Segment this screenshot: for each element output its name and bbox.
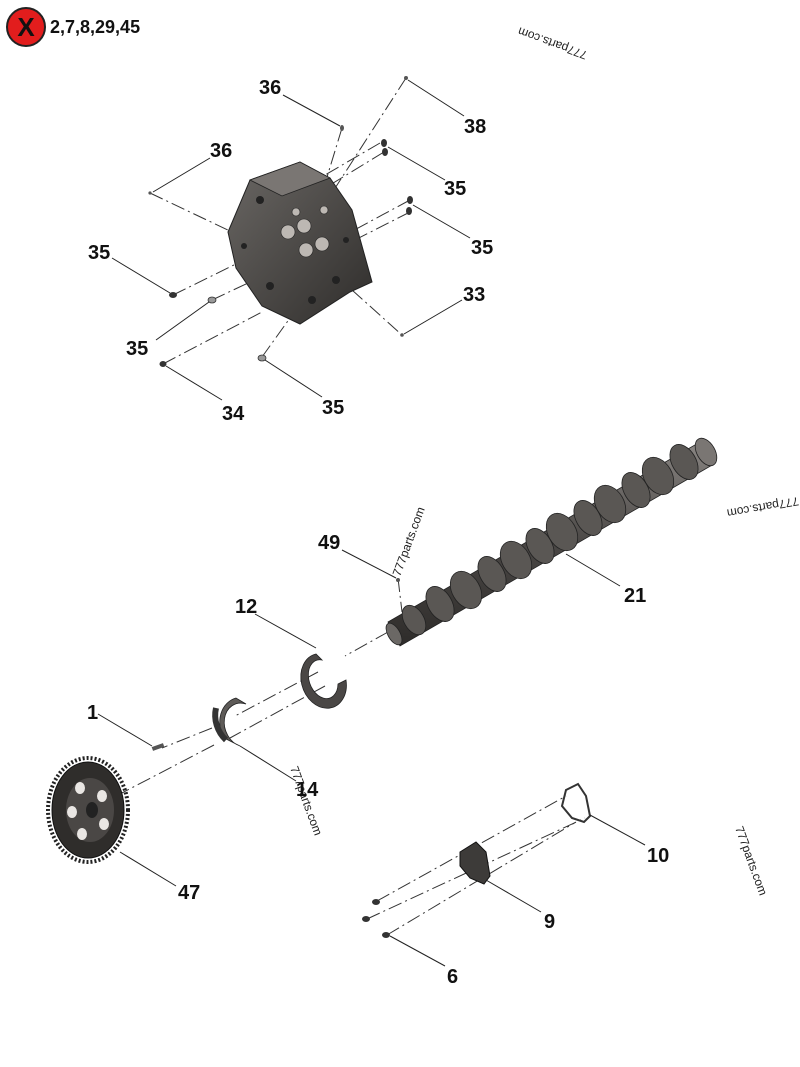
washer-35-f [207, 296, 217, 304]
oring-35-c [407, 196, 413, 204]
callout-35-c: 35 [88, 242, 110, 264]
excluded-parts-list: 2,7,8,29,45 [50, 16, 141, 37]
callout-35-a: 35 [444, 178, 466, 200]
pin-49 [396, 578, 400, 582]
pin-33 [400, 333, 404, 337]
bolt-6-c [382, 932, 390, 938]
callout-49: 49 [318, 532, 340, 554]
callout-35-e: 35 [322, 397, 344, 419]
watermark-5: 777parts.com [732, 824, 770, 897]
camshaft-group: 49 21 12 1 14 47 [46, 437, 718, 904]
callout-47: 47 [178, 882, 200, 904]
callout-12: 12 [235, 596, 257, 618]
gasket-10 [560, 782, 592, 824]
thrust-plate-12 [300, 653, 347, 709]
dowel-pin-1 [151, 743, 165, 751]
oring-35-b [382, 148, 388, 156]
oring-35-d [406, 207, 412, 215]
oring-34 [159, 361, 167, 367]
watermark-1: 777parts.com [516, 24, 589, 62]
watermark-2: 777parts.com [726, 494, 800, 520]
camshaft [385, 437, 718, 647]
x-icon: X [6, 7, 46, 47]
callout-6: 6 [447, 966, 458, 988]
pin-36-top [340, 125, 344, 131]
bolt-6-a [372, 899, 380, 905]
callout-14: 14 [296, 779, 319, 801]
oring-35-e [169, 292, 177, 298]
pin-36-left [148, 191, 152, 195]
camshaft-gear-47 [46, 756, 130, 864]
callout-36-top: 36 [259, 77, 281, 99]
callout-36-left: 36 [210, 140, 232, 162]
cover-9 [459, 841, 491, 885]
callout-34: 34 [222, 403, 245, 425]
pin-38 [404, 76, 408, 80]
callout-33: 33 [463, 284, 485, 306]
bearing-half-14 [219, 697, 247, 747]
callout-1: 1 [87, 702, 98, 724]
watermarks: 777parts.com 777parts.com 777parts.com 7… [287, 24, 800, 897]
callout-10: 10 [647, 845, 669, 867]
oring-35-a [381, 139, 387, 147]
bolt-6-b [362, 916, 370, 922]
callout-35-b: 35 [471, 237, 493, 259]
excluded-parts-badge: X 2,7,8,29,45 [6, 7, 140, 47]
callout-21: 21 [624, 585, 646, 607]
callout-38: 38 [464, 116, 486, 138]
cover-plate-group: 10 9 6 [362, 782, 669, 988]
callout-35-d: 35 [126, 338, 148, 360]
watermark-3: 777parts.com [390, 505, 428, 578]
cylinder-head-group: 36 38 36 35 35 35 33 35 34 35 [88, 76, 493, 425]
washer-35-g [257, 354, 267, 362]
callout-9: 9 [544, 911, 555, 933]
